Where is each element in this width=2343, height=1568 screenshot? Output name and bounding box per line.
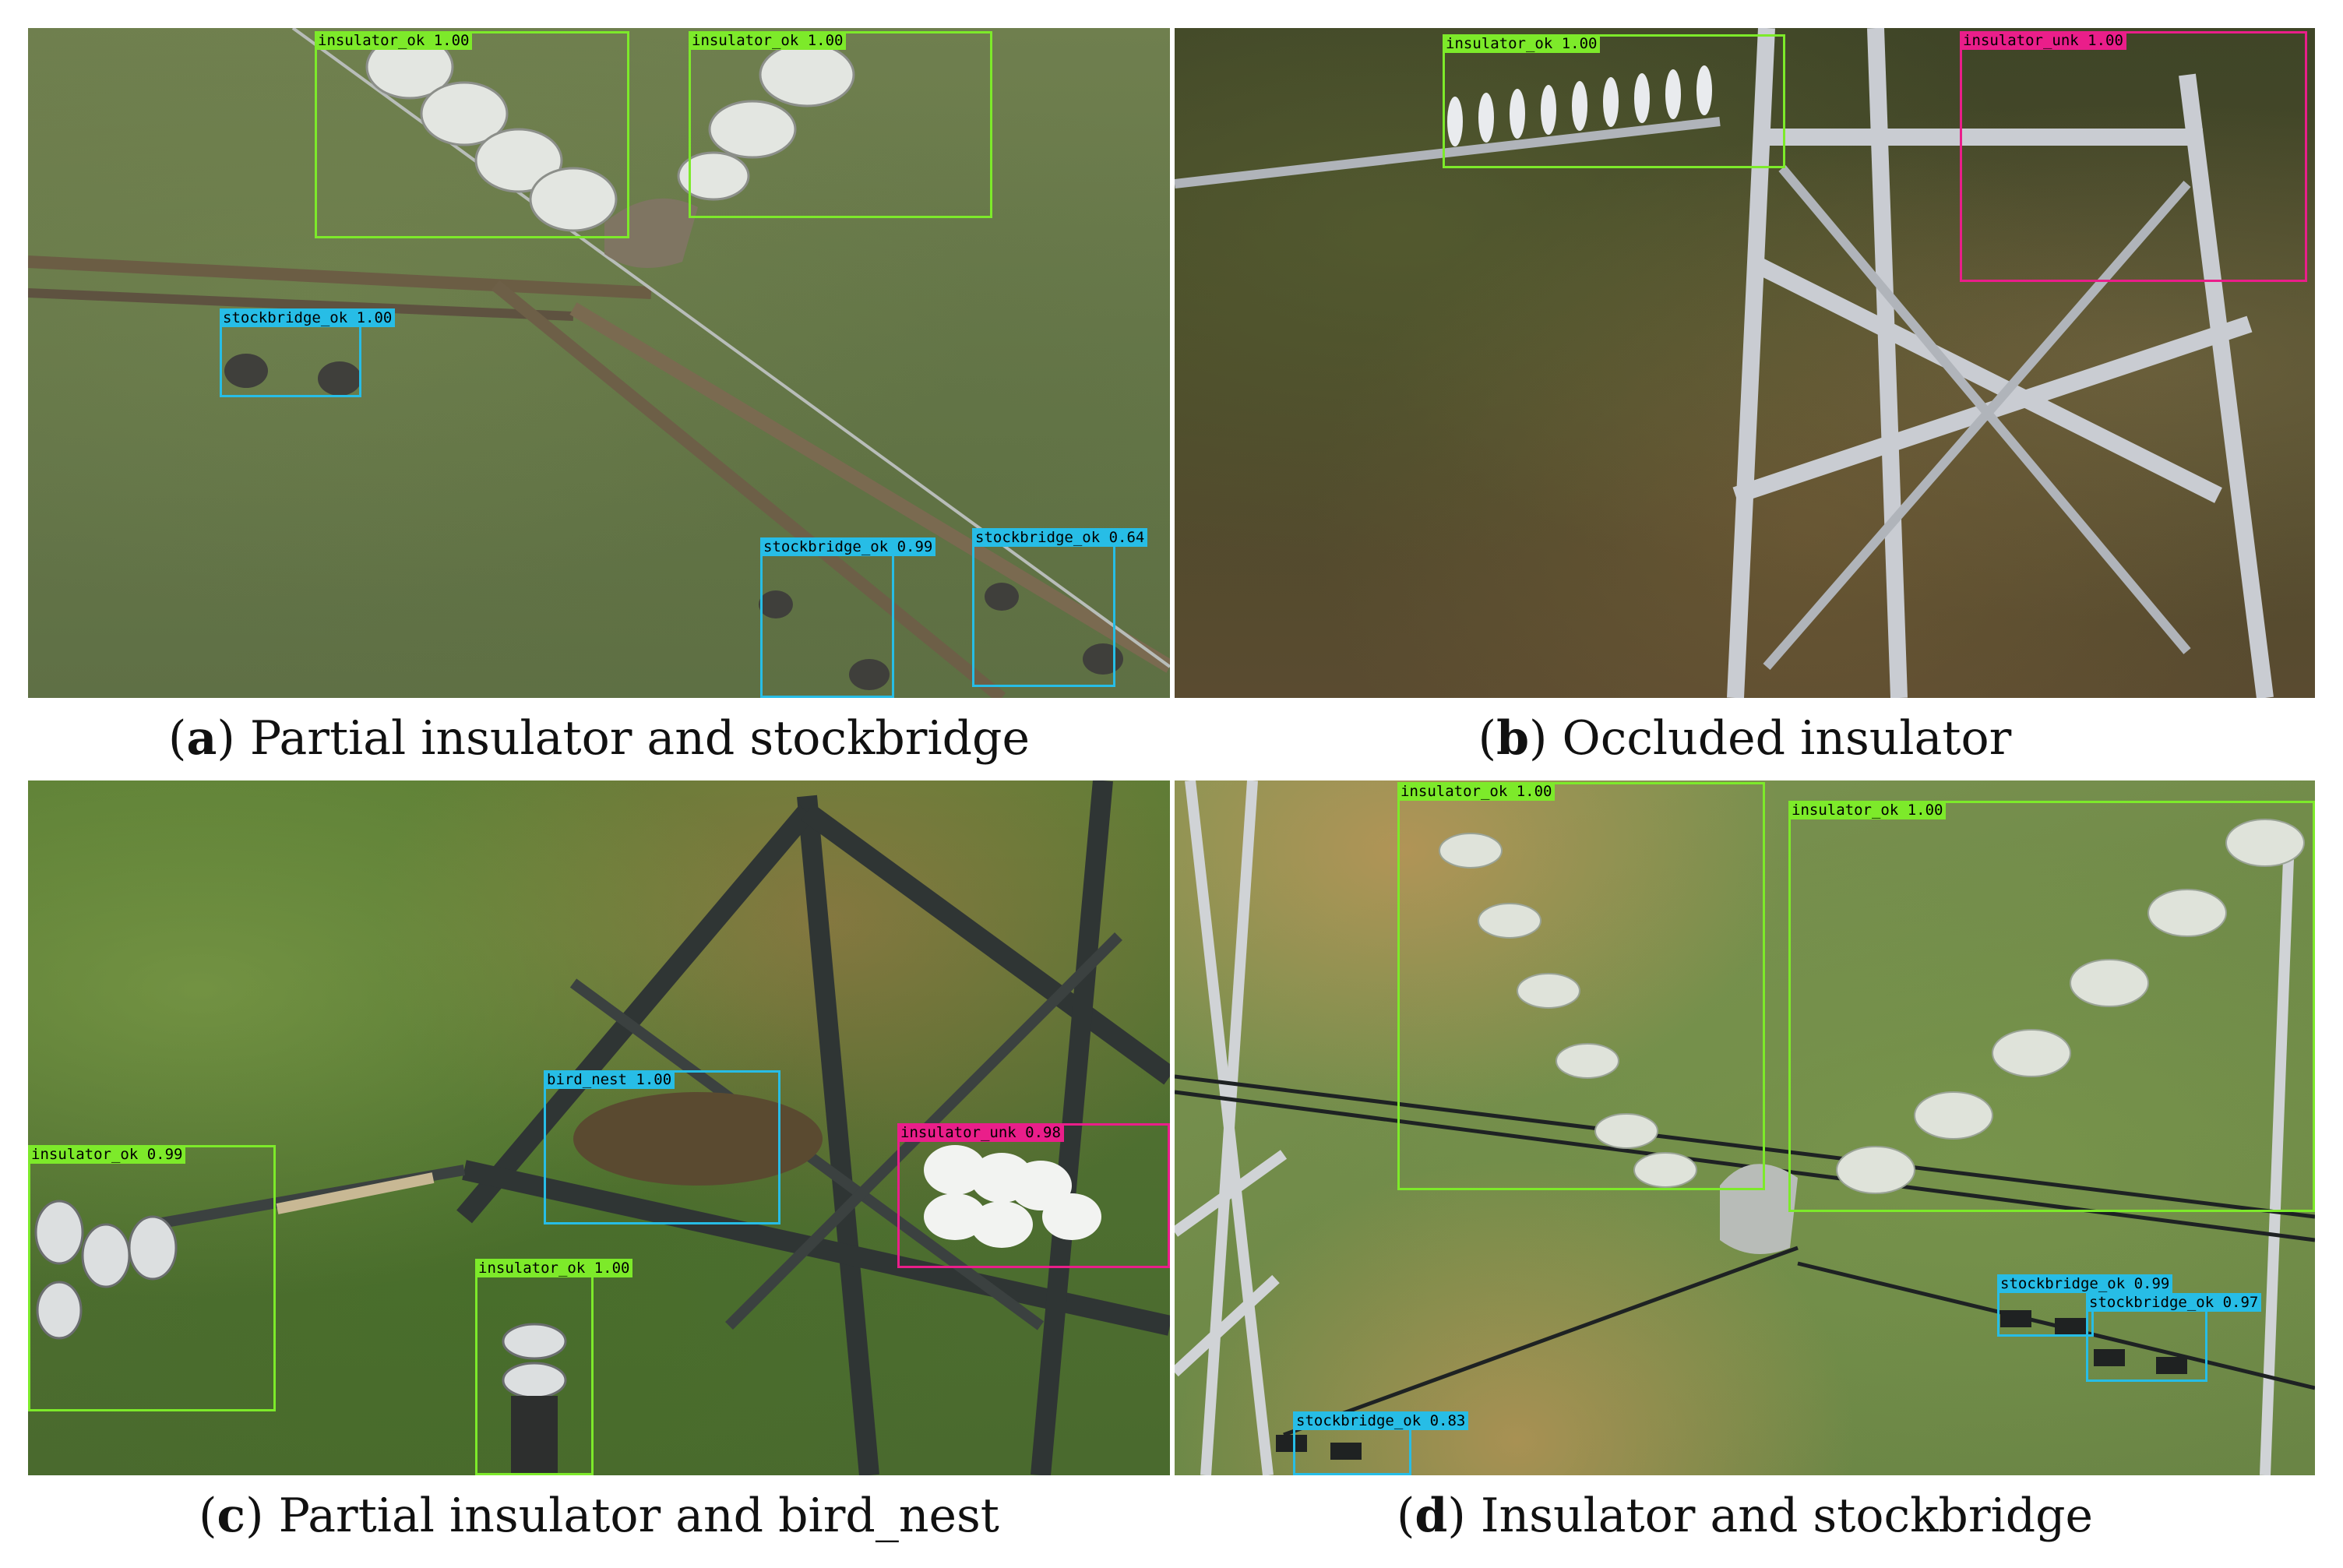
detection-label: bird_nest 1.00: [544, 1070, 675, 1089]
detection-box: insulator_unk 1.00: [1960, 31, 2307, 282]
detection-box: insulator_ok 1.00: [1397, 782, 1765, 1190]
panel-letter: c: [217, 1489, 246, 1543]
photo-panel-c: bird_nest 1.00 insulator_unk 0.98 insula…: [28, 780, 1170, 1475]
detection-box: insulator_ok 1.00: [315, 31, 629, 238]
photo-panel-a: insulator_ok 1.00 insulator_ok 1.00 stoc…: [28, 28, 1170, 698]
detection-label: stockbridge_ok 0.83: [1293, 1411, 1469, 1430]
detection-box: stockbridge_ok 0.83: [1293, 1411, 1469, 1475]
caption-b: (b) Occluded insulator: [1478, 711, 2012, 766]
detection-label: stockbridge_ok 1.00: [220, 308, 396, 327]
detection-box: bird_nest 1.00: [544, 1070, 780, 1224]
scene-d: [1175, 780, 2315, 1475]
panel-letter: a: [186, 711, 217, 766]
detection-label: insulator_ok 1.00: [315, 31, 473, 50]
scene-b: [1175, 28, 2274, 698]
caption-c: (c) Partial insulator and bird_nest: [199, 1489, 999, 1543]
detection-box: insulator_unk 0.98: [897, 1123, 1170, 1268]
detection-label: insulator_unk 0.98: [897, 1123, 1064, 1142]
photo-panel-d: insulator_ok 1.00 insulator_ok 1.00 stoc…: [1175, 780, 2315, 1475]
detection-label: insulator_ok 1.00: [1788, 801, 1947, 819]
detection-label: insulator_unk 1.00: [1960, 31, 2126, 50]
panel-letter: b: [1496, 711, 1530, 766]
detection-label: stockbridge_ok 0.99: [1997, 1274, 2173, 1293]
caption-a: (a) Partial insulator and stockbridge: [168, 711, 1030, 766]
caption-text: Partial insulator and stockbridge: [249, 711, 1030, 766]
detection-box: insulator_ok 1.00: [689, 31, 992, 218]
detection-box: stockbridge_ok 0.64: [972, 528, 1148, 687]
detection-box: insulator_ok 1.00: [1443, 34, 1785, 168]
detection-label: insulator_ok 1.00: [475, 1259, 633, 1277]
detection-box: insulator_ok 1.00: [1788, 801, 2315, 1212]
detection-box: insulator_ok 1.00: [475, 1259, 633, 1475]
detection-box: stockbridge_ok 0.97: [2086, 1293, 2262, 1382]
caption-text: Occluded insulator: [1562, 711, 2012, 766]
photo-panel-b: insulator_ok 1.00 insulator_unk 1.00: [1175, 28, 2315, 698]
detection-label: insulator_ok 0.99: [28, 1145, 186, 1164]
caption-text: Partial insulator and bird_nest: [278, 1489, 999, 1543]
detection-label: insulator_ok 1.00: [689, 31, 847, 50]
detection-label: insulator_ok 1.00: [1397, 782, 1556, 801]
panel-letter: d: [1415, 1489, 1448, 1543]
detection-label: stockbridge_ok 0.64: [972, 528, 1148, 547]
detection-box: stockbridge_ok 0.99: [760, 537, 936, 698]
detection-box: stockbridge_ok 1.00: [220, 308, 396, 397]
caption-d: (d) Insulator and stockbridge: [1396, 1489, 2094, 1543]
detection-box: stockbridge_ok 0.99: [1997, 1274, 2173, 1337]
caption-text: Insulator and stockbridge: [1480, 1489, 2094, 1543]
scene-a: [28, 28, 1170, 698]
detection-box: insulator_ok 0.99: [28, 1145, 276, 1411]
detection-label: stockbridge_ok 0.99: [760, 537, 936, 556]
detection-label: insulator_ok 1.00: [1443, 34, 1601, 53]
detection-label: stockbridge_ok 0.97: [2086, 1293, 2262, 1312]
